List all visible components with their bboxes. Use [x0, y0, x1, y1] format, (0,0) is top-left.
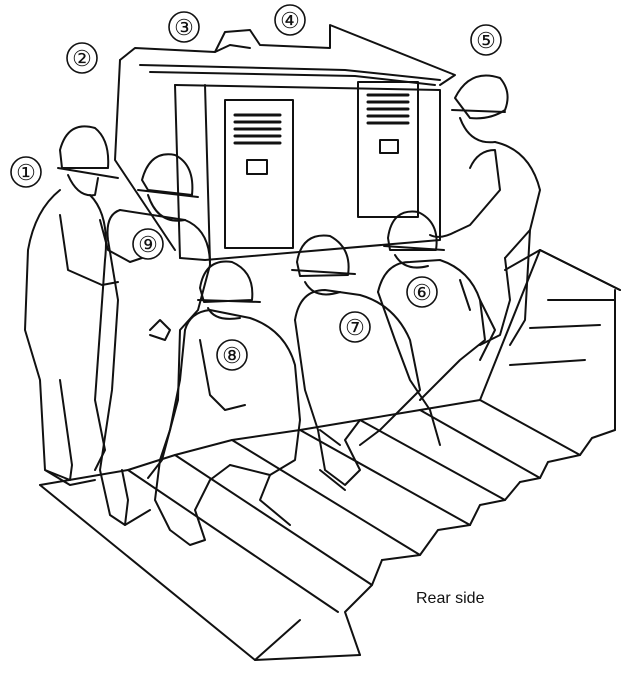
worker-8-number: ⑧ — [222, 343, 242, 368]
worker-5-badge: ⑤ — [471, 25, 501, 55]
worker-9-number: ⑨ — [138, 232, 158, 257]
worker-2-number: ② — [72, 46, 92, 71]
worker-2-badge: ② — [67, 43, 97, 73]
worker-7-number: ⑦ — [345, 315, 365, 340]
worker-8-badge: ⑧ — [217, 340, 247, 370]
worker-1-figure — [25, 126, 142, 485]
worker-7-figure — [292, 236, 420, 490]
equipment-cabinet — [115, 25, 455, 262]
worker-9-badge: ⑨ — [133, 229, 163, 259]
worker-1-badge: ① — [11, 157, 41, 187]
worker-1-number: ① — [16, 160, 36, 185]
worker-3-badge: ③ — [169, 12, 199, 42]
worker-5-figure — [430, 76, 540, 346]
worker-9-figure — [100, 154, 210, 525]
staircase — [40, 250, 620, 660]
worker-6-number: ⑥ — [412, 280, 432, 305]
worker-6-figure — [378, 212, 495, 445]
number-badges: ① ② ③ ④ ⑤ ⑥ ⑦ ⑧ — [11, 5, 501, 370]
worker-4-number: ④ — [280, 8, 300, 33]
worker-4-badge: ④ — [275, 5, 305, 35]
worker-3-number: ③ — [174, 15, 194, 40]
worker-7-badge: ⑦ — [340, 312, 370, 342]
worker-6-badge: ⑥ — [407, 277, 437, 307]
rear-side-caption: Rear side — [416, 590, 484, 608]
worker-5-number: ⑤ — [476, 28, 496, 53]
